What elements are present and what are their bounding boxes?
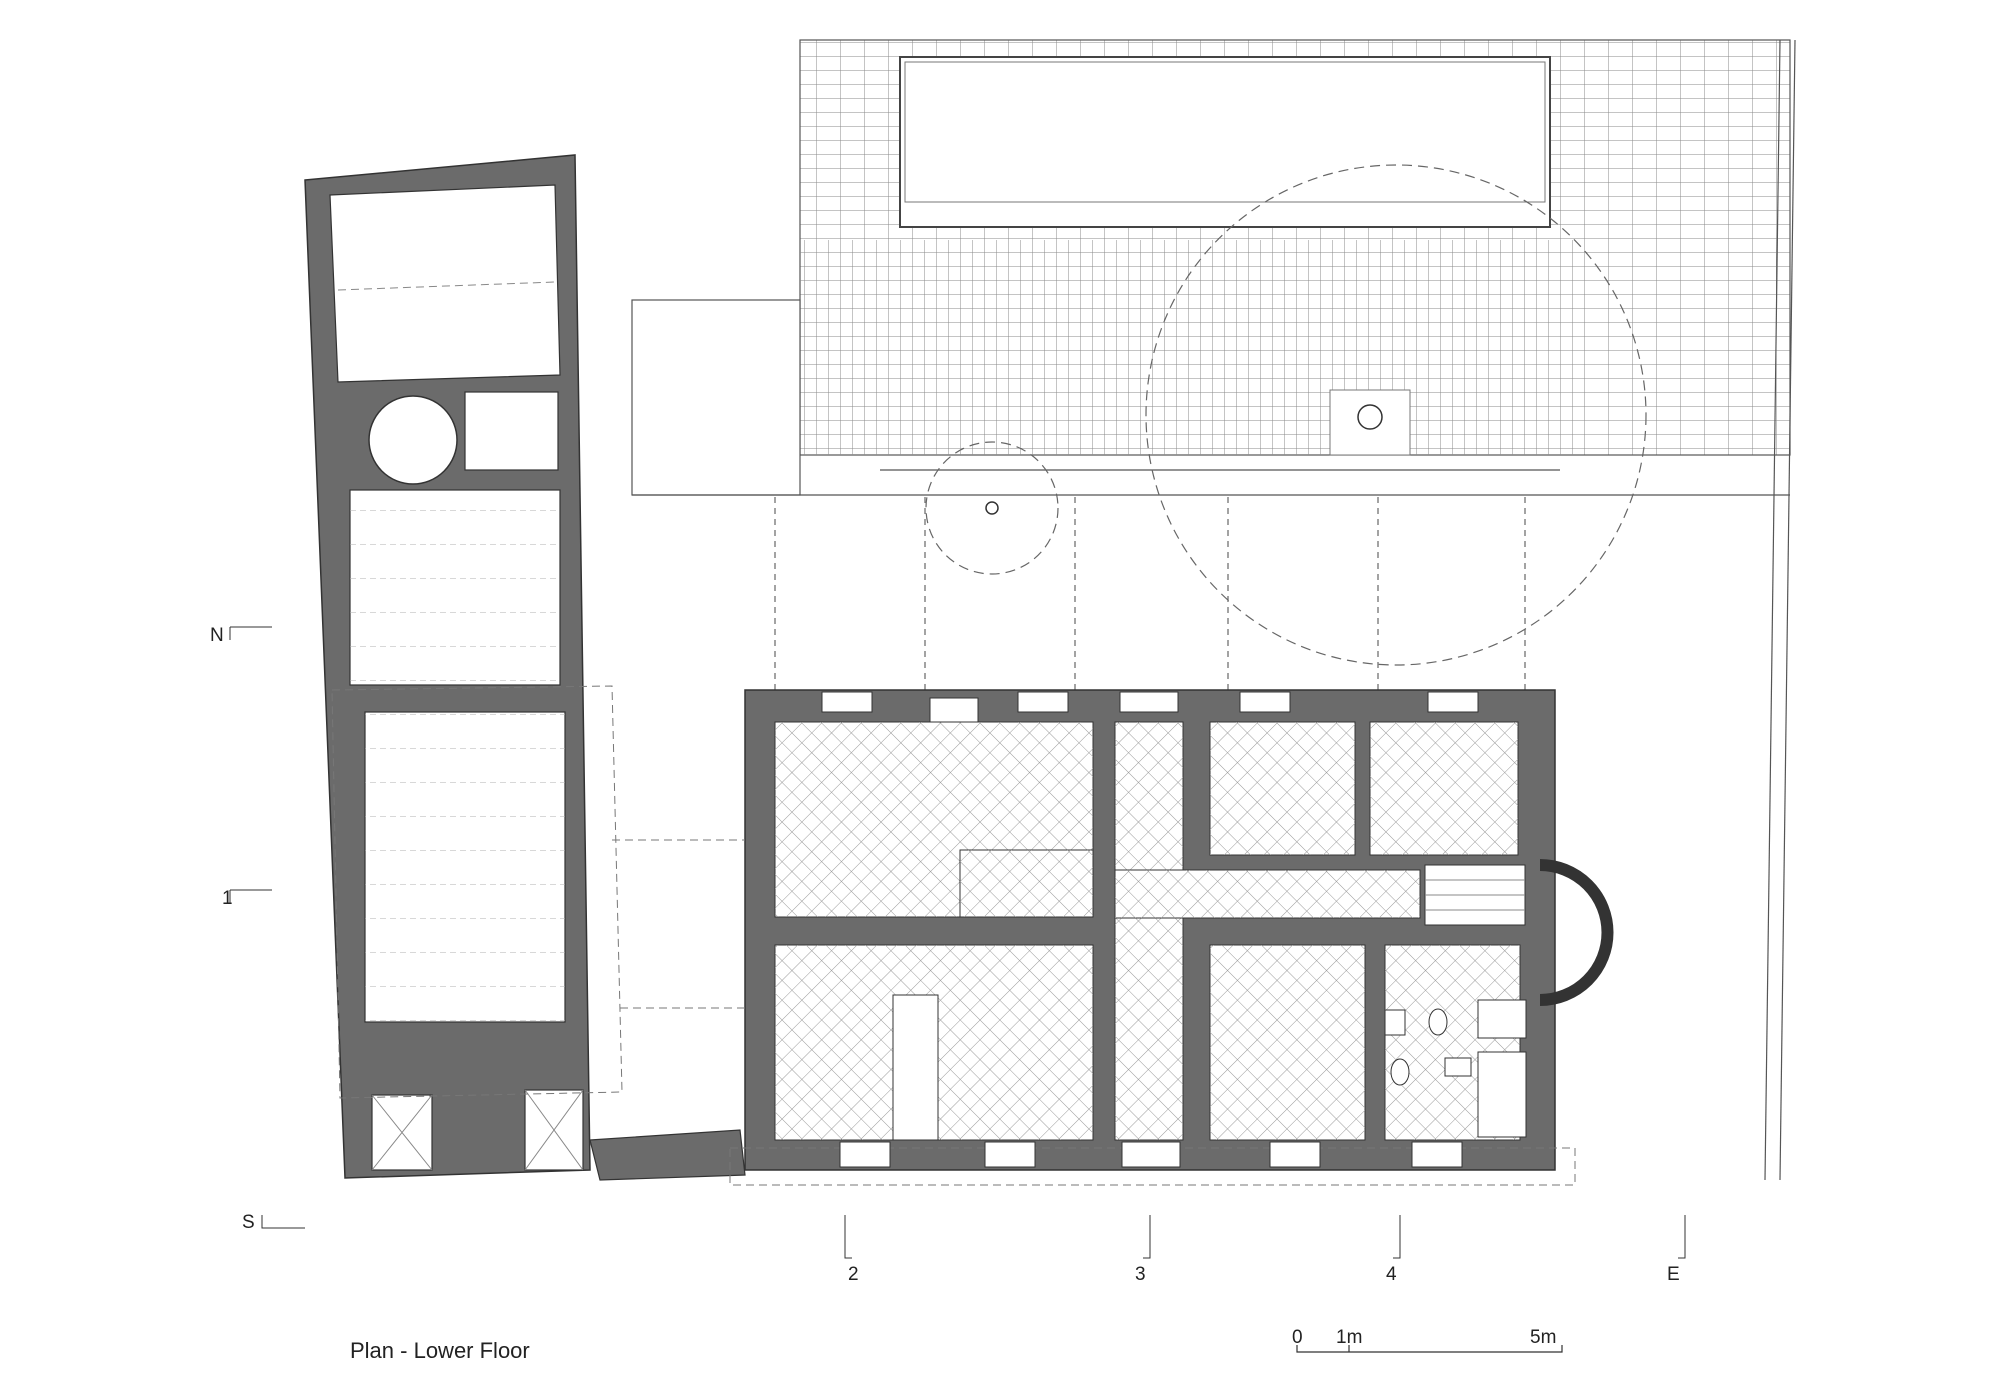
grid-label-3: 3 <box>1135 1264 1146 1285</box>
section-marker-north: N <box>210 625 224 646</box>
section-marker-one: 1 <box>222 888 233 909</box>
scale-bar <box>1296 1345 1563 1353</box>
main-house <box>729 689 1614 1186</box>
courtyard-paving <box>631 39 1796 1181</box>
scale-label-five: 5m <box>1530 1327 1557 1348</box>
scale-label-one: 1m <box>1336 1327 1363 1348</box>
grid-label-e: E <box>1667 1264 1680 1285</box>
section-marker-south: S <box>242 1212 255 1233</box>
grid-label-4: 4 <box>1386 1264 1397 1285</box>
grid-label-2: 2 <box>848 1264 859 1285</box>
west-wing <box>304 154 623 1179</box>
plan-title: Plan - Lower Floor <box>350 1338 530 1363</box>
scale-label-zero: 0 <box>1292 1327 1303 1348</box>
